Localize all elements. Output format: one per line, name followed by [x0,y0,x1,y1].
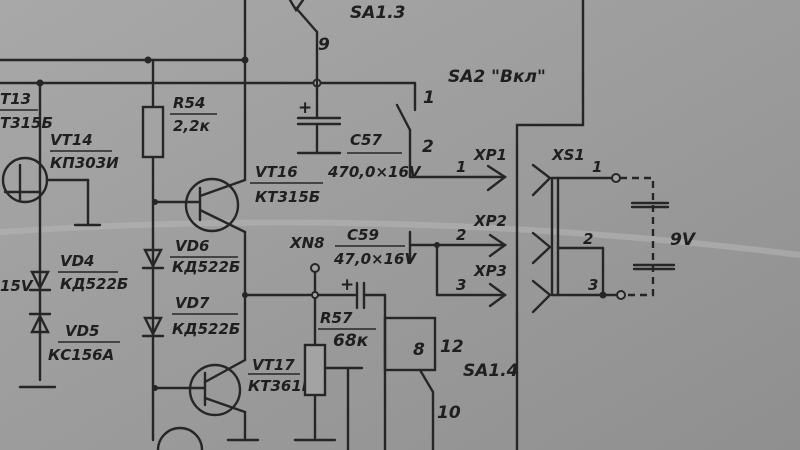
sa14-label: SA1.4 [463,361,519,381]
sa14-switch [383,293,437,450]
sa14-pin-8: 8 [413,340,425,360]
vd6-diode [141,248,165,270]
xn8-label: XN8 [289,234,325,252]
xp1-pin: 1 [456,158,466,176]
c57-capacitor [296,116,342,155]
sa2-label: SA2 "Вкл" [448,67,546,87]
vd6-ref: VD6 [175,237,210,255]
r57-ref: R57 [320,309,353,327]
sa13-label: SA1.3 [350,3,406,23]
vd5-ref: VD5 [65,322,100,340]
vd4-ref: VD4 [60,252,95,270]
c59-value: 47,0×16V [333,250,417,268]
vt14-type: КП303И [50,154,119,172]
vt17-ref: VT17 [252,356,295,374]
vt14-transistor [1,81,102,382]
r57-potentiometer [303,343,364,450]
c57-value: 470,0×16V [327,163,422,181]
sa2-switch [395,81,508,192]
vd4-diode [28,270,52,292]
sa13-pin-9: 9 [318,35,330,55]
power-rails [0,0,417,182]
xp2-pin: 2 [456,226,466,244]
xp1-label: XP1 [473,146,507,164]
c59-capacitor [355,230,508,310]
vd7-ref: VD7 [175,294,210,312]
sa13-switch [288,0,319,120]
xp3-label: XP3 [473,262,507,280]
xs1-pin-2: 2 [583,230,593,248]
vd5-zener [18,312,57,389]
board-boundary [515,0,585,450]
xn8-node-wiring [242,263,357,442]
vd4-type: КД522Б [60,275,128,293]
r54-value: 2,2к [173,117,211,135]
r57-value: 68к [333,331,369,351]
xs1-pin-1: 1 [592,158,602,176]
vd6-type: КД522Б [172,258,240,276]
vt16-transistor [153,177,247,362]
xs1-socket [531,163,626,314]
c57-plus: + [298,98,312,118]
r54-ref: R54 [173,94,205,112]
vt17-type: КТ361Б [248,377,313,395]
vt14-ref: VT14 [50,131,93,149]
vd7-type: КД522Б [172,320,240,338]
sa2-pin-1: 1 [423,88,435,108]
c59-ref: C59 [347,226,379,244]
vd4-left-label: 15V [0,277,34,295]
sa2-pin-2: 2 [422,137,434,157]
paper-fold [0,219,800,258]
xp3-pin: 3 [456,276,466,294]
c59-plus: + [340,275,354,295]
battery-9v [620,176,676,297]
vt16-type: КТ315Б [255,188,320,206]
vt13-ref: Т13 [0,90,31,108]
xp2-label: XP2 [473,212,507,230]
battery-label: 9V [670,230,697,250]
sa14-pin-12: 12 [440,337,464,357]
vd5-type: КС156А [48,346,114,364]
xs1-label: XS1 [551,146,585,164]
vt16-ref: VT16 [255,163,298,181]
vt13-type: Т315Б [0,114,53,132]
xs1-pin-3: 3 [588,276,598,294]
vt17-transistor [153,358,260,450]
c57-ref: C57 [350,131,382,149]
sa14-pin-10: 10 [437,403,461,423]
